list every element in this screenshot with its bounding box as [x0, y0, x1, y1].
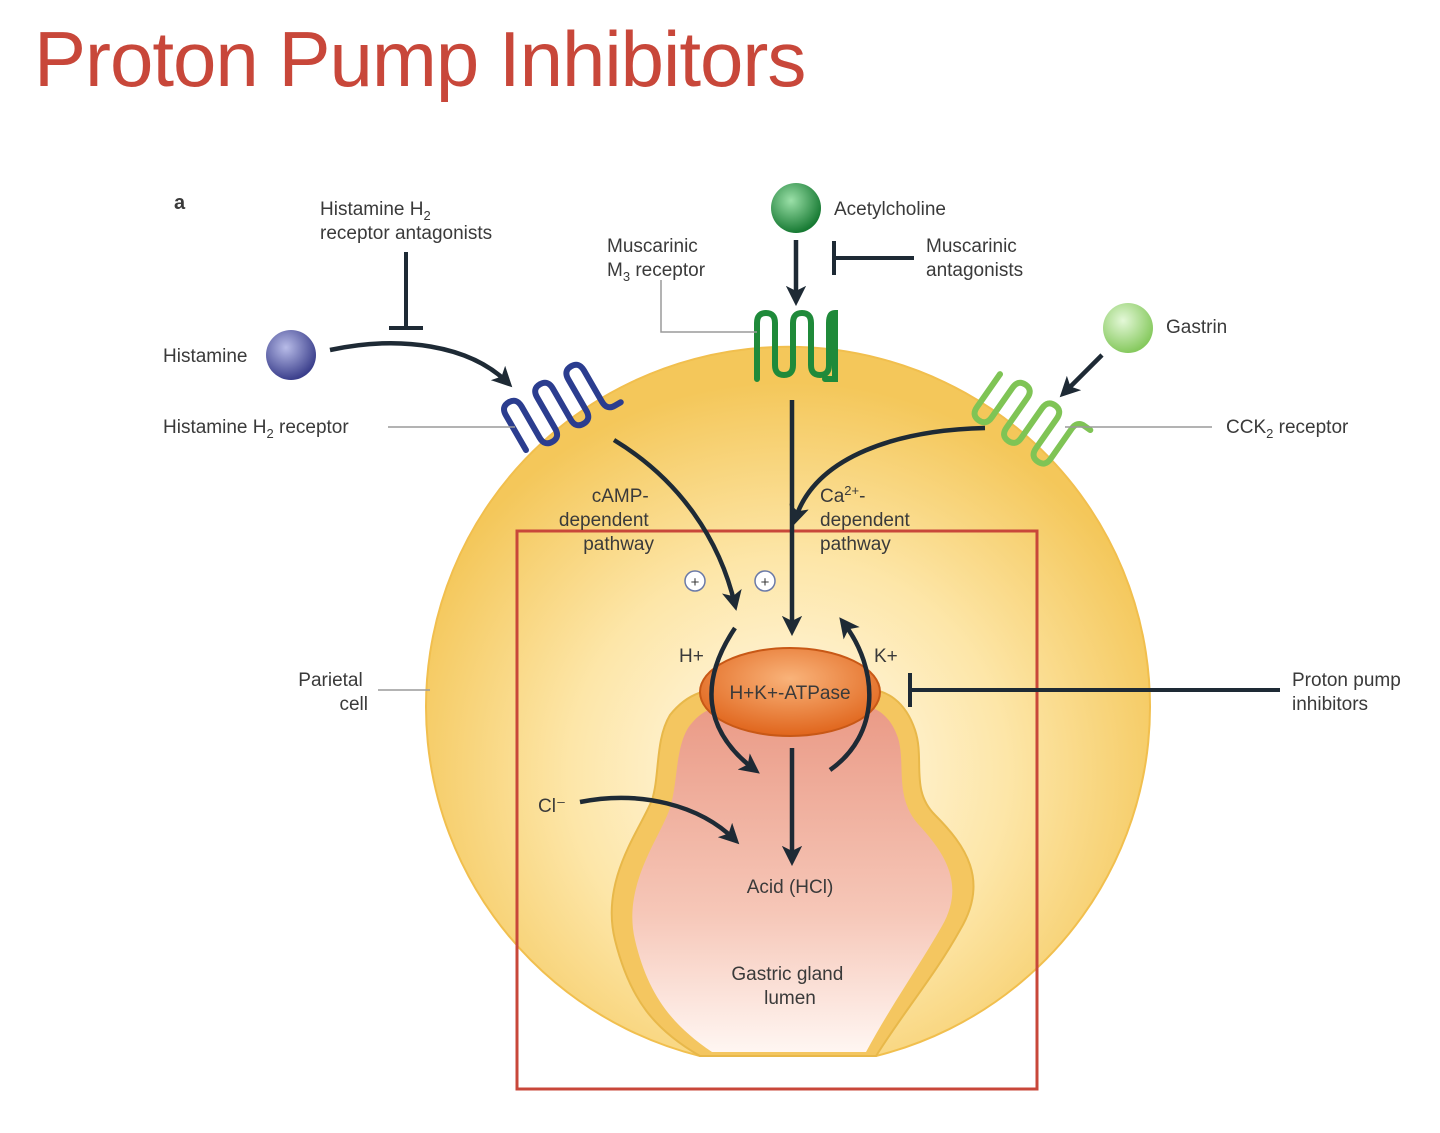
k-ion-arrow [828, 617, 872, 772]
muscarinic-antagonist-inhibitor [832, 241, 914, 275]
camp-pathway-label: cAMP- dependent pathway [559, 486, 655, 555]
h2-antagonists-label: Histamine H2 [320, 199, 431, 223]
ca-pathway-label-line3: pathway [820, 534, 891, 555]
gastrin-molecule [1103, 303, 1153, 353]
acetylcholine-label: Acetylcholine [834, 199, 946, 220]
muscarinic-antagonists-label: Muscarinic [926, 236, 1017, 257]
chloride-arrow [579, 795, 740, 845]
ppi-label: Proton pump inhibitors [1292, 670, 1406, 715]
ca-pathway-arrow [789, 425, 986, 526]
parietal-cell-label: Parietal cell [298, 670, 368, 715]
plus-marker-1: + [684, 570, 706, 592]
cck2-receptor-label: CCK2 receptor [1226, 417, 1349, 441]
ppi-inhibitor [908, 673, 1280, 707]
highlight-box [515, 529, 1039, 1091]
histamine-h2-receptor [501, 361, 624, 454]
h2-antagonist-inhibitor [389, 252, 423, 330]
histamine-binding-arrow [329, 341, 513, 388]
plus-marker-2: + [754, 570, 776, 592]
muscarinic-receptor-label-line2: M3 receptor [607, 260, 706, 284]
cck2-receptor [971, 371, 1094, 467]
ca-pathway-label-line2: dependent [820, 510, 911, 531]
chloride-label: Cl⁻ [538, 796, 566, 817]
panel-letter: a [174, 192, 186, 214]
gastrin-binding-arrow [1059, 353, 1104, 398]
histamine-label: Histamine [163, 346, 247, 367]
muscarinic-receptor-label: Muscarinic [607, 236, 698, 257]
histamine-molecule [266, 330, 316, 380]
gastrin-label: Gastrin [1166, 317, 1227, 338]
svg-text:+: + [761, 574, 770, 591]
acid-label: Acid (HCl) [747, 877, 834, 898]
h-ion-arrow [709, 626, 760, 774]
ca-pathway-label: Ca2+- [820, 483, 865, 507]
gastric-gland-lumen [632, 706, 953, 1052]
h2-receptor-label: Histamine H2 receptor [163, 417, 349, 441]
page-title: Proton Pump Inhibitors [34, 15, 806, 103]
h2-antagonists-label-line2: receptor antagonists [320, 223, 492, 244]
svg-text:+: + [691, 574, 700, 591]
atpase-label: H+K+-ATPase [729, 683, 850, 704]
lumen-label: Gastric gland lumen [731, 964, 848, 1009]
h-ion-label: H+ [679, 646, 704, 667]
muscarinic-antagonists-label-line2: antagonists [926, 260, 1023, 281]
muscarinic-leader [660, 280, 757, 333]
muscarinic-m3-receptor [754, 309, 838, 382]
k-ion-label: K+ [874, 646, 898, 667]
atpase-pump [699, 647, 881, 737]
acetylcholine-molecule [771, 183, 821, 233]
camp-pathway-arrow [612, 438, 742, 611]
